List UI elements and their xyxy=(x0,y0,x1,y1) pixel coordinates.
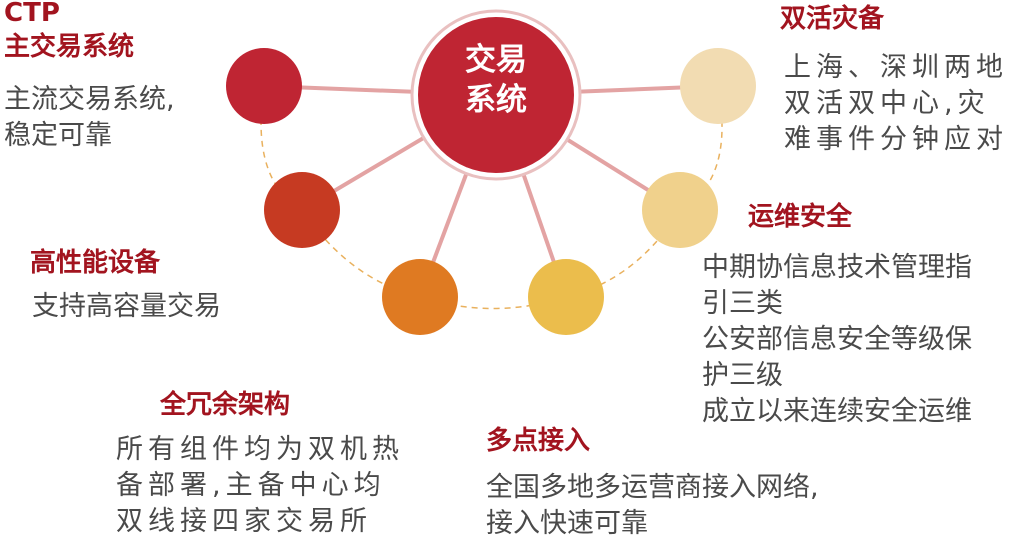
ctp-desc-line-2: 稳定可靠 xyxy=(4,120,112,151)
redundancy-desc-line-1: 所有组件均为双机热 xyxy=(116,434,404,465)
redundancy-desc-line-2: 备部署,主备中心均 xyxy=(116,470,386,501)
multi-access-title: 多点接入 xyxy=(486,424,590,458)
redundancy-desc-line-3: 双线接四家交易所 xyxy=(116,506,372,537)
ops-security-desc-line-3: 公安部信息安全等级保 xyxy=(702,324,972,355)
multi-access-title-line-1: 多点接入 xyxy=(486,426,591,456)
ops-security-title: 运维安全 xyxy=(748,200,852,234)
ops-security-desc-line-2: 引三类 xyxy=(702,288,783,319)
hub-label-line-1: 交易 xyxy=(465,42,527,78)
node-redundancy xyxy=(382,259,458,335)
dual-active-desc-line-1: 上海、深圳两地 xyxy=(784,52,1008,83)
ctp-title: CTP 主交易系统 xyxy=(4,0,134,64)
dual-active-desc-line-2: 双活双中心,灾 xyxy=(784,88,990,119)
ctp-description: 主流交易系统, 稳定可靠 xyxy=(4,82,175,154)
hub-label-line-2: 系统 xyxy=(465,82,527,118)
multi-access-desc-line-1: 全国多地多运营商接入网络, xyxy=(486,472,819,503)
dual-active-description: 上海、深圳两地 双活双中心,灾 难事件分钟应对 xyxy=(784,50,1008,158)
node-ops-security xyxy=(642,172,718,248)
performance-description: 支持高容量交易 xyxy=(32,289,221,325)
multi-access-description: 全国多地多运营商接入网络, 接入快速可靠 xyxy=(486,470,819,542)
node-ctp xyxy=(226,48,302,124)
multi-access-desc-line-2: 接入快速可靠 xyxy=(486,508,648,539)
performance-desc-line-1: 支持高容量交易 xyxy=(32,291,221,322)
redundancy-title-line-1: 全冗余架构 xyxy=(160,390,291,420)
hub-label: 交易 系统 xyxy=(422,40,570,120)
ctp-title-line-1: CTP xyxy=(4,0,60,28)
node-multi-access xyxy=(528,259,604,335)
ops-security-desc-line-5: 成立以来连续安全运维 xyxy=(702,396,972,427)
ctp-desc-line-1: 主流交易系统, xyxy=(4,84,175,115)
ops-security-desc-line-1: 中期协信息技术管理指 xyxy=(702,252,972,283)
node-performance xyxy=(264,172,340,248)
redundancy-title: 全冗余架构 xyxy=(160,388,290,422)
ops-security-title-line-1: 运维安全 xyxy=(748,202,853,232)
ctp-title-line-2: 主交易系统 xyxy=(4,32,135,62)
redundancy-description: 所有组件均为双机热 备部署,主备中心均 双线接四家交易所 xyxy=(116,432,404,540)
hub-node xyxy=(418,17,574,173)
ops-security-desc-line-4: 护三级 xyxy=(702,360,783,391)
performance-title-line-1: 高性能设备 xyxy=(30,248,161,278)
node-dual-active xyxy=(680,48,756,124)
node-layer xyxy=(226,9,756,335)
dual-active-title: 双活灾备 xyxy=(780,2,884,36)
dual-active-desc-line-3: 难事件分钟应对 xyxy=(784,124,1008,155)
ops-security-description: 中期协信息技术管理指 引三类 公安部信息安全等级保 护三级 成立以来连续安全运维 xyxy=(702,250,972,430)
performance-title: 高性能设备 xyxy=(30,246,160,280)
dual-active-title-line-1: 双活灾备 xyxy=(780,4,885,34)
